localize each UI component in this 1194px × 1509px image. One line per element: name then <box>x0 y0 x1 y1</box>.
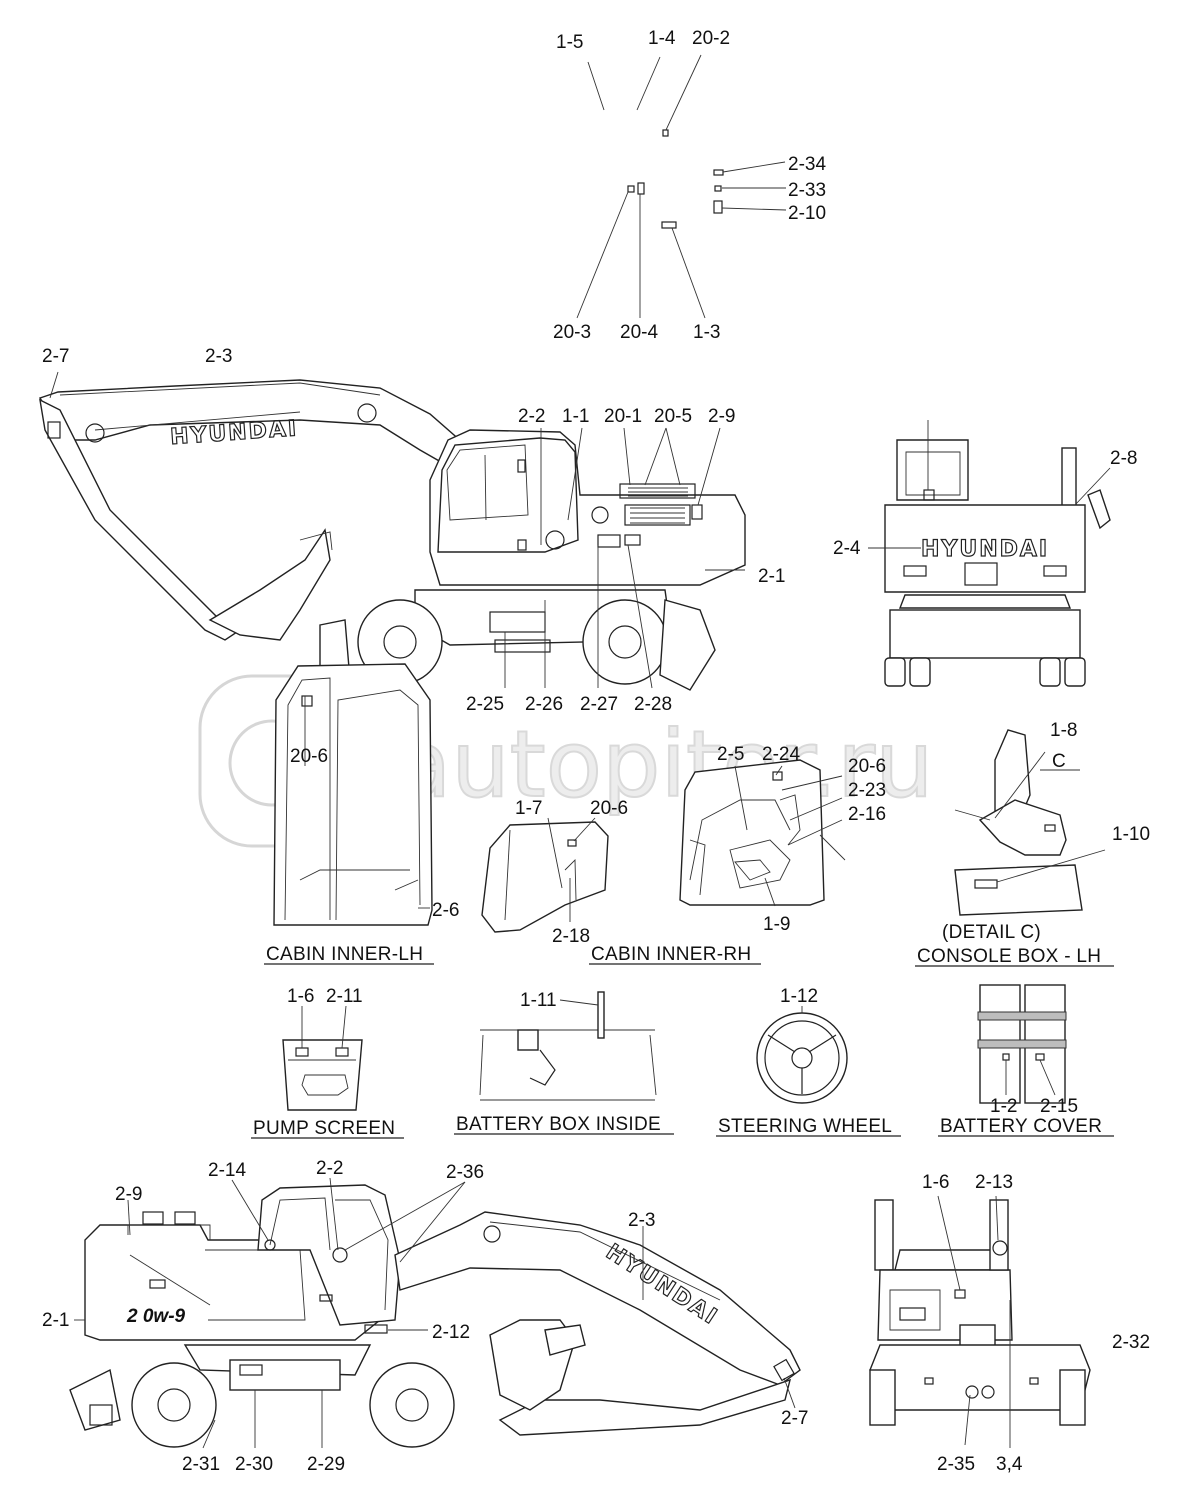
callout-label: 1-9 <box>763 914 790 935</box>
callout-label: 2-31 <box>182 1454 220 1475</box>
callout-label: 20-4 <box>620 322 658 343</box>
callout-label: 1-2 <box>990 1096 1017 1117</box>
caption-steering-wheel: STEERING WHEEL <box>718 1116 892 1137</box>
callout-label: 20-2 <box>692 28 730 49</box>
steering-wheel <box>756 1006 848 1104</box>
callout-label: 3,4 <box>996 1454 1023 1475</box>
caption-pump-screen: PUMP SCREEN <box>253 1118 395 1139</box>
callout-label: 1-6 <box>922 1172 949 1193</box>
callout-label: 2-4 <box>833 538 861 559</box>
watermark-text: autopiter.ru <box>395 711 933 818</box>
callout-label: 2-15 <box>1040 1096 1078 1117</box>
callout-label: 2-30 <box>235 1454 273 1475</box>
callout-label: 2-7 <box>42 346 69 367</box>
callout-label: 2-12 <box>432 1322 470 1343</box>
caption-detail-c: (DETAIL C) <box>942 922 1041 943</box>
callout-label: 1-4 <box>648 28 676 49</box>
callout-label: 2-24 <box>762 744 800 765</box>
pump-screen <box>282 1005 363 1111</box>
callout-label: 2-3 <box>205 346 232 367</box>
callout-label: 20-3 <box>553 322 591 343</box>
callout-label: 2-1 <box>758 566 785 587</box>
callout-label: 2-26 <box>525 694 563 715</box>
caption-group: CABIN INNER-LH CABIN INNER-RH (DETAIL C)… <box>251 751 1114 1139</box>
callout-label: 1-11 <box>520 990 557 1011</box>
callout-label: 2-1 <box>42 1310 69 1331</box>
top-decal-group <box>576 54 787 319</box>
callout-label: 20-6 <box>290 746 328 767</box>
callout-labels: 1-5 1-4 20-2 2-34 2-33 2-10 20-3 20-4 1-… <box>42 28 1150 1475</box>
battery-box-inside <box>479 991 657 1101</box>
callout-label: 2-23 <box>848 780 886 801</box>
callout-label: 2-7 <box>781 1408 808 1429</box>
callout-label: 2-14 <box>208 1160 246 1181</box>
callout-label: 2-33 <box>788 180 826 201</box>
callout-label: 2-8 <box>1110 448 1137 469</box>
callout-label: 2-2 <box>518 406 545 427</box>
callout-label: 2-34 <box>788 154 826 175</box>
cabin-inner-lh <box>273 663 433 926</box>
callout-label: 2-10 <box>788 203 826 224</box>
callout-label: 2-16 <box>848 804 886 825</box>
excavator-rear-view: HYUNDAI <box>868 420 1111 687</box>
callout-label: 1-6 <box>287 986 314 1007</box>
excavator-lh-side-view: HYUNDAI <box>38 371 746 699</box>
callout-label: 2-13 <box>975 1172 1013 1193</box>
model-badge: 2 0w-9 <box>126 1306 186 1327</box>
excavator-front-view <box>869 1195 1091 1448</box>
callout-label: 2-36 <box>446 1162 484 1183</box>
callout-label: 1-10 <box>1112 824 1150 845</box>
callout-label: 1-5 <box>556 32 583 53</box>
callout-label: 2-35 <box>937 1454 975 1475</box>
callout-label: 1-1 <box>562 406 589 427</box>
caption-console-box: CONSOLE BOX - LH <box>917 946 1101 967</box>
callout-label: 2-11 <box>326 986 363 1007</box>
callout-label: 2-18 <box>552 926 590 947</box>
callout-label: 2-9 <box>708 406 735 427</box>
callout-label: 2-25 <box>466 694 504 715</box>
callout-label: 2-29 <box>307 1454 345 1475</box>
callout-label: 20-6 <box>848 756 886 777</box>
callout-label: 2-2 <box>316 1158 343 1179</box>
callout-label: 20-5 <box>654 406 692 427</box>
callout-label: 2-5 <box>717 744 744 765</box>
caption-battery-cover: BATTERY COVER <box>940 1116 1102 1137</box>
detail-letter: C <box>1052 751 1066 772</box>
cabin-inner-rh-interior <box>679 759 846 907</box>
callout-label: 1-12 <box>780 986 818 1007</box>
excavator-rh-side-view: 2 0w-9 HYUNDAI <box>69 1177 801 1449</box>
callout-label: 20-6 <box>590 798 628 819</box>
caption-cabin-inner-rh: CABIN INNER-RH <box>591 944 751 965</box>
caption-cabin-inner-lh: CABIN INNER-LH <box>266 944 423 965</box>
callout-label: 1-8 <box>1050 720 1077 741</box>
rear-brand: HYUNDAI <box>921 537 1049 562</box>
cabin-inner-rh-panel <box>481 817 609 933</box>
console-box-lh <box>954 729 1106 916</box>
battery-cover <box>977 984 1067 1104</box>
callout-label: 2-6 <box>432 900 459 921</box>
callout-label: 2-32 <box>1112 1332 1150 1353</box>
callout-label: 20-1 <box>604 406 642 427</box>
callout-label: 2-27 <box>580 694 618 715</box>
caption-battery-box: BATTERY BOX INSIDE <box>456 1114 661 1135</box>
callout-label: 1-7 <box>515 798 542 819</box>
callout-label: 2-9 <box>115 1184 142 1205</box>
callout-label: 2-28 <box>634 694 672 715</box>
callout-label: 1-3 <box>693 322 720 343</box>
callout-label: 2-3 <box>628 1210 655 1231</box>
